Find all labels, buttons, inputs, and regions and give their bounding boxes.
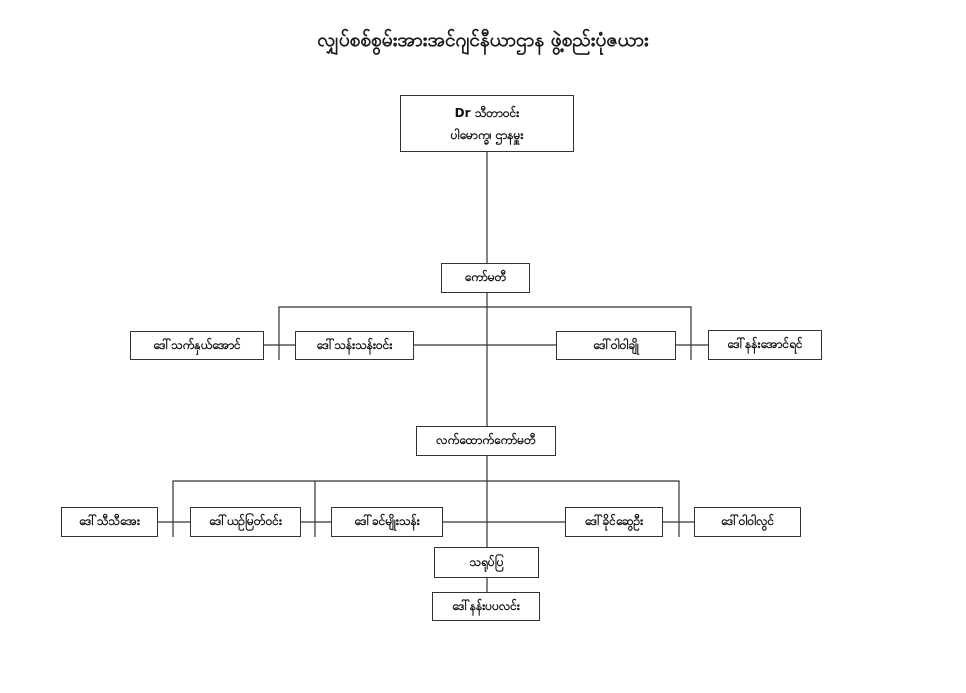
head-name: Dr သီတာဝင်း	[454, 105, 520, 120]
committee-member-2: ဒေါ်သန်းသန်းဝင်း	[295, 331, 414, 360]
secretary-label-box: သရုပ်ပြ	[434, 547, 539, 578]
head-box: Dr သီတာဝင်း ပါမောက္ခ၊ ဌာနမှူး	[400, 95, 574, 152]
committee-box: ကော်မတီ	[441, 263, 530, 293]
secretary-name-box: ဒေါ်နန်းပပလင်း	[432, 592, 540, 621]
chart-title: လျှပ်စစ်စွမ်းအားအင်ဂျင်နီယာဌာန ဖွဲ့စည်းပ…	[317, 29, 649, 51]
subcommittee-member-5: ဒေါ်ဝါဝါလွင်	[694, 507, 801, 537]
subcommittee-member-2: ဒေါ်ယဉ်မြတ်ဝင်း	[190, 507, 301, 537]
head-role: ပါမောက္ခ၊ ဌာနမှူး	[450, 127, 524, 142]
committee-member-4: ဒေါ်နန်းအောင်ရင်	[708, 330, 822, 360]
committee-member-3: ဒေါ်ဝါဝါချို	[556, 331, 676, 360]
subcommittee-member-3: ဒေါ်ခင်မျိုးသန်း	[331, 507, 443, 537]
committee-member-1: ဒေါ်သက်နှယ်အောင်	[130, 331, 264, 360]
committee-bracket	[278, 306, 692, 360]
subcommittee-member-1: ဒေါ်သီသီအေး	[61, 507, 158, 537]
subcommittee-member-4: ဒေါ်ခိုင်ဆွေဦး	[565, 507, 663, 537]
subcommittee-box: လက်ထောက်ကော်မတီ	[416, 426, 556, 456]
subcommittee-bracket	[172, 480, 680, 537]
